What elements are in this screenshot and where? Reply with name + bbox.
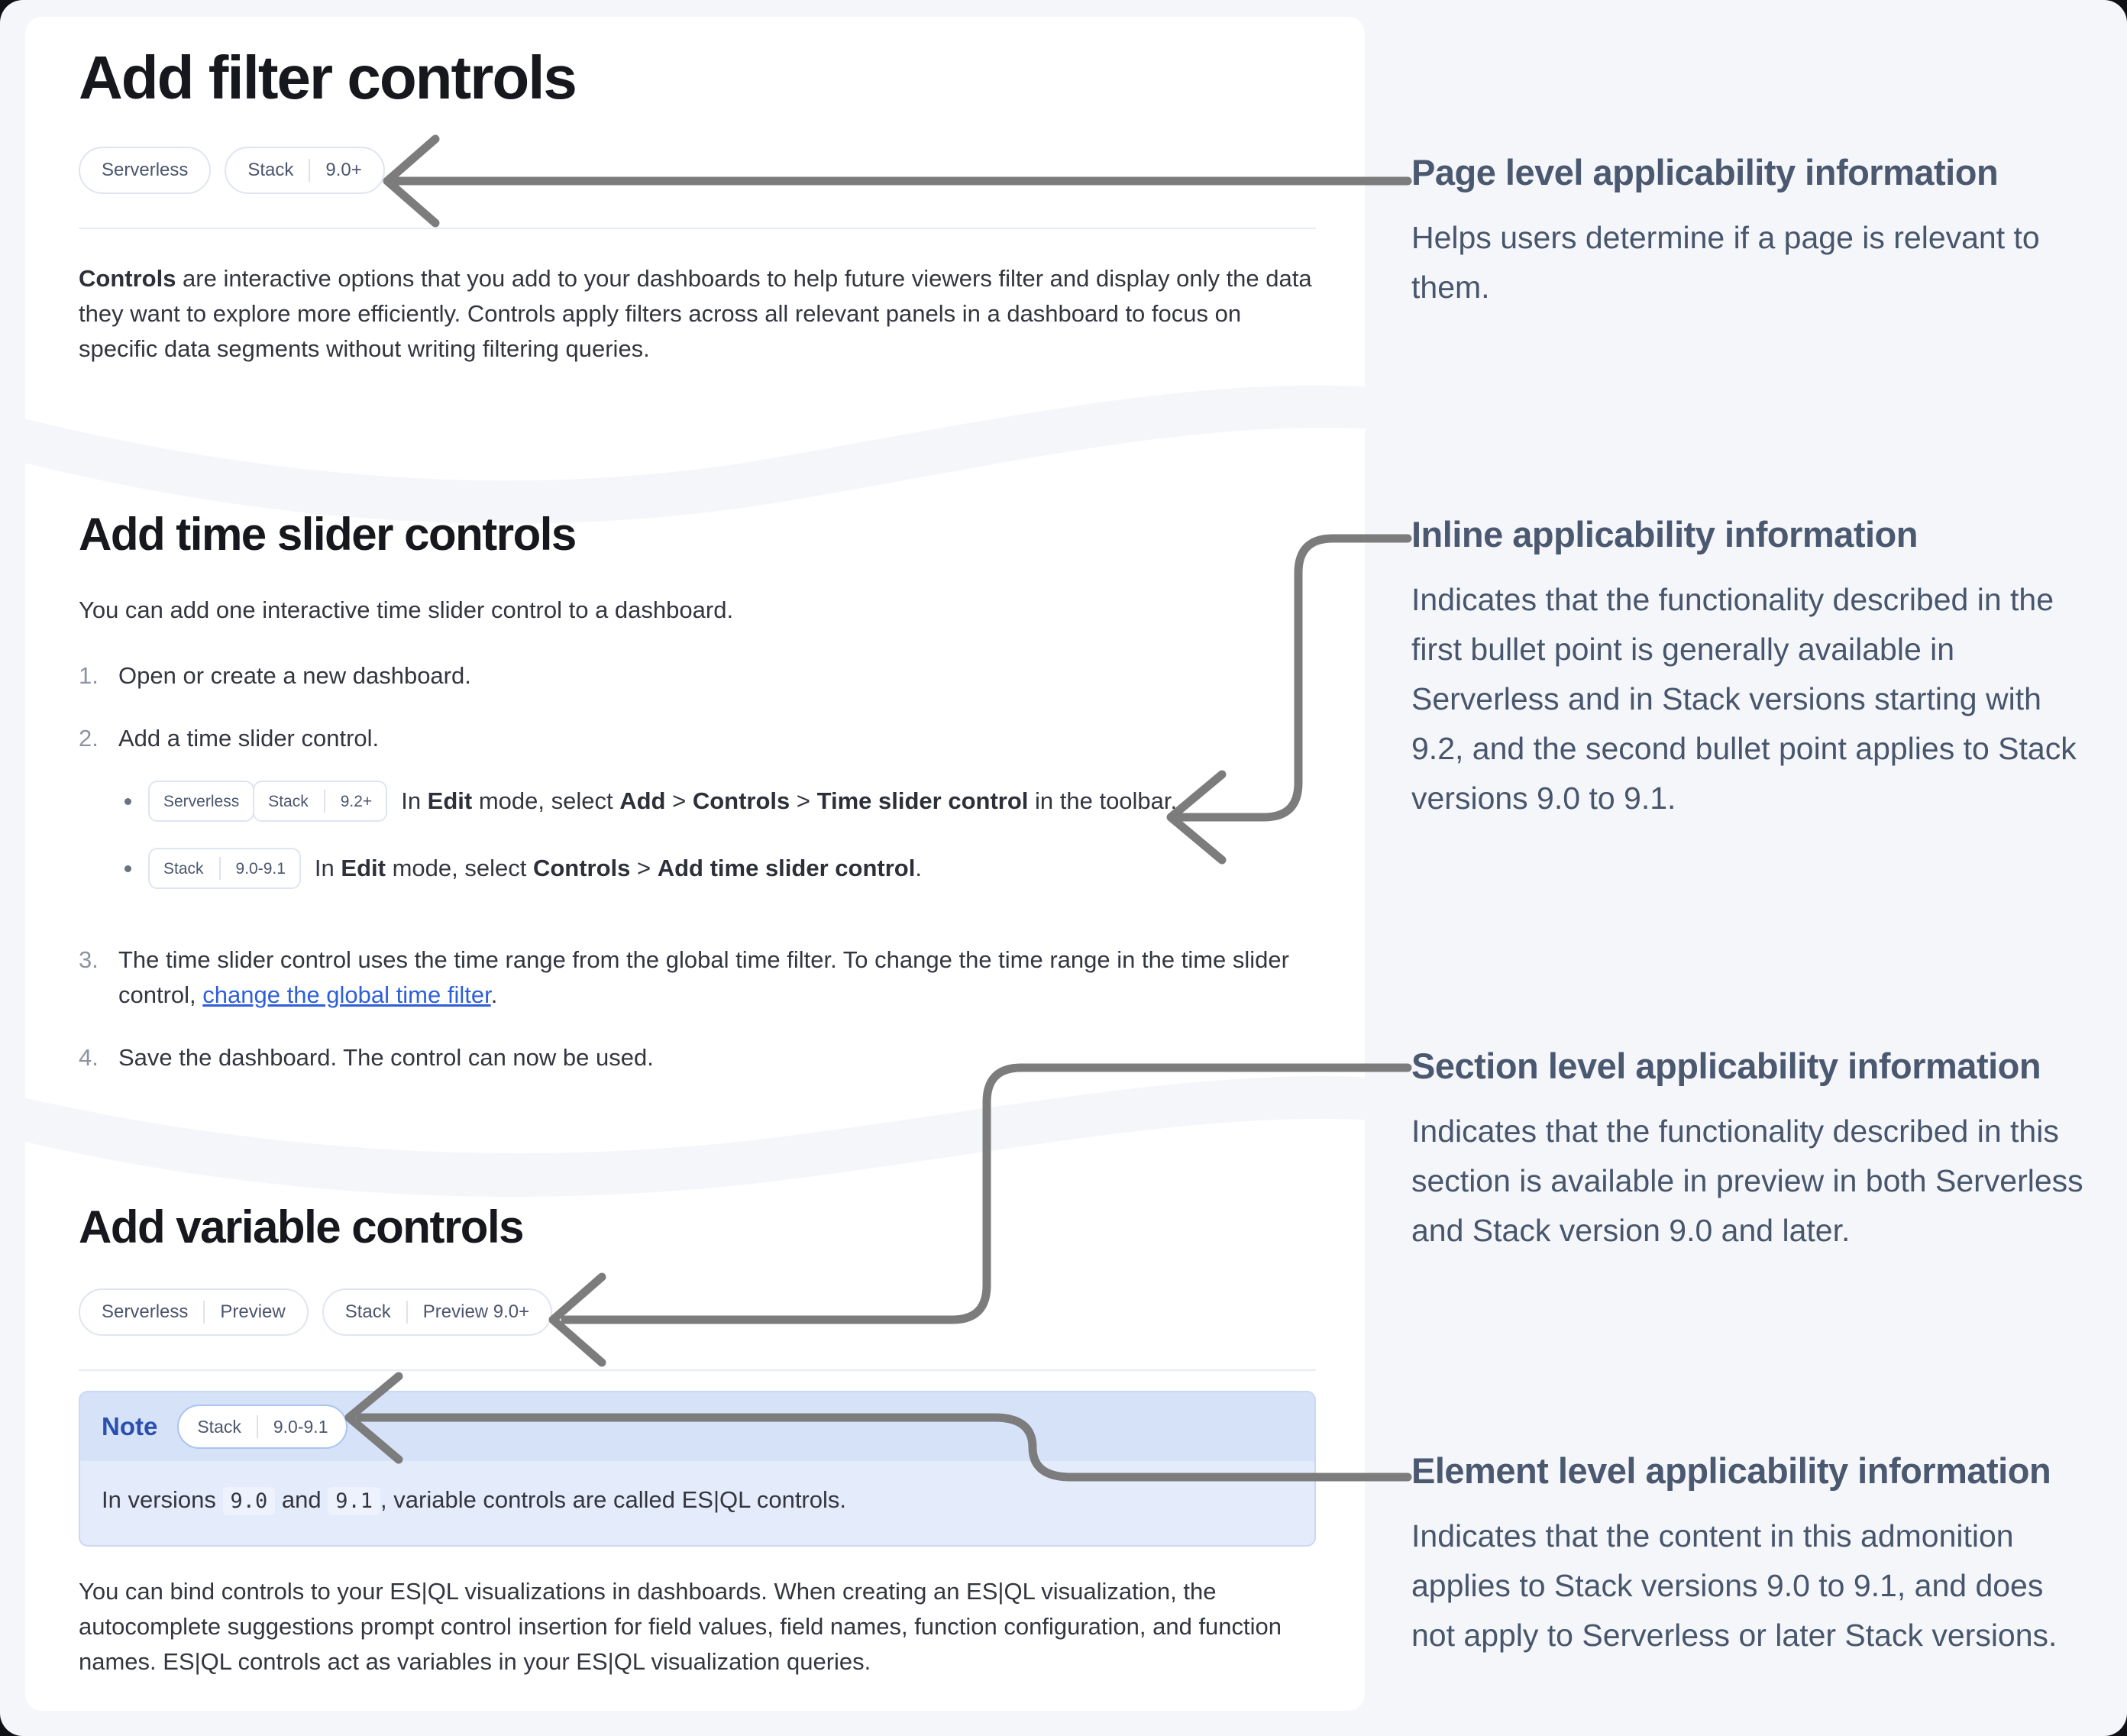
section-title: Add time slider controls [79,509,577,560]
badge-divider [406,1301,408,1324]
annotation-body: Helps users determine if a page is relev… [1411,220,2040,305]
step-4: 4. Save the dashboard. The control can n… [79,1040,1316,1075]
annotation-title: Page level applicability information [1411,152,1999,192]
annotation-body: Indicates that the content in this admon… [1411,1518,2058,1653]
step-number: 3. [79,946,99,973]
section-title: Add variable controls [79,1201,524,1253]
section-add-time-slider-controls: Add time slider controls You can add one… [79,508,1316,1103]
step-text: Save the dashboard. The control can now … [118,1044,654,1071]
badge-divider [256,1415,258,1438]
inline-code: 9.0 [222,1487,276,1515]
annotation-page-level: Page level applicability information Hel… [1411,151,2103,312]
steps-list: 1. Open or create a new dashboard. 2. Ad… [79,658,1316,1075]
note-label: Note [102,1412,158,1440]
annotation-body: Indicates that the functionality describ… [1411,582,2077,816]
annotation-body: Indicates that the functionality describ… [1411,1114,2083,1248]
step-number: 1. [79,662,99,689]
step-1: 1. Open or create a new dashboard. [79,658,1316,693]
badge-divider [218,857,221,880]
page-title: Add filter controls [79,44,577,112]
badge-divider [309,159,311,182]
closing-paragraph: You can bind controls to your ES|QL visu… [79,1578,1282,1675]
step-text: Add a time slider control. [118,725,380,752]
step-text: Open or create a new dashboard. [118,662,471,689]
annotation-section-level: Section level applicability information … [1411,1045,2103,1256]
annotation-title: Element level applicability information [1411,1450,2051,1491]
applicability-badge: Serverless [79,147,212,194]
step-number: 4. [79,1044,99,1071]
step-number: 2. [79,725,99,752]
annotation-element-level: Element level applicability information … [1411,1450,2103,1660]
note-body: In versions 9.0 and 9.1, variable contro… [80,1461,1314,1545]
annotation-title: Inline applicability information [1411,514,1918,554]
applicability-badge: Serverless [148,781,255,822]
annotation-title: Section level applicability information [1411,1046,2041,1086]
bullet-dot [124,797,131,805]
bullet-dot [124,865,131,872]
badge-divider [323,790,325,813]
global-time-filter-link[interactable]: change the global time filter [202,981,491,1008]
section-divider [79,1369,1316,1371]
step-2: 2. Add a time slider control. Serverless… [79,721,1316,915]
badge-divider [203,1301,205,1324]
step-text: The time slider control uses the time ra… [118,946,1289,1008]
section-intro: You can add one interactive time slider … [79,596,734,623]
step-3: 3. The time slider control uses the time… [79,942,1316,1013]
intro-paragraph: Controls are interactive options that yo… [79,265,1312,362]
annotation-inline-level: Inline applicability information Indicat… [1411,513,2103,823]
bullet-text: In Edit mode, select Controls > Add time… [314,855,922,881]
section-divider [79,228,1316,229]
inline-code: 9.1 [328,1487,381,1515]
bullet-text: In Edit mode, select Add > Controls > Ti… [401,787,1178,814]
